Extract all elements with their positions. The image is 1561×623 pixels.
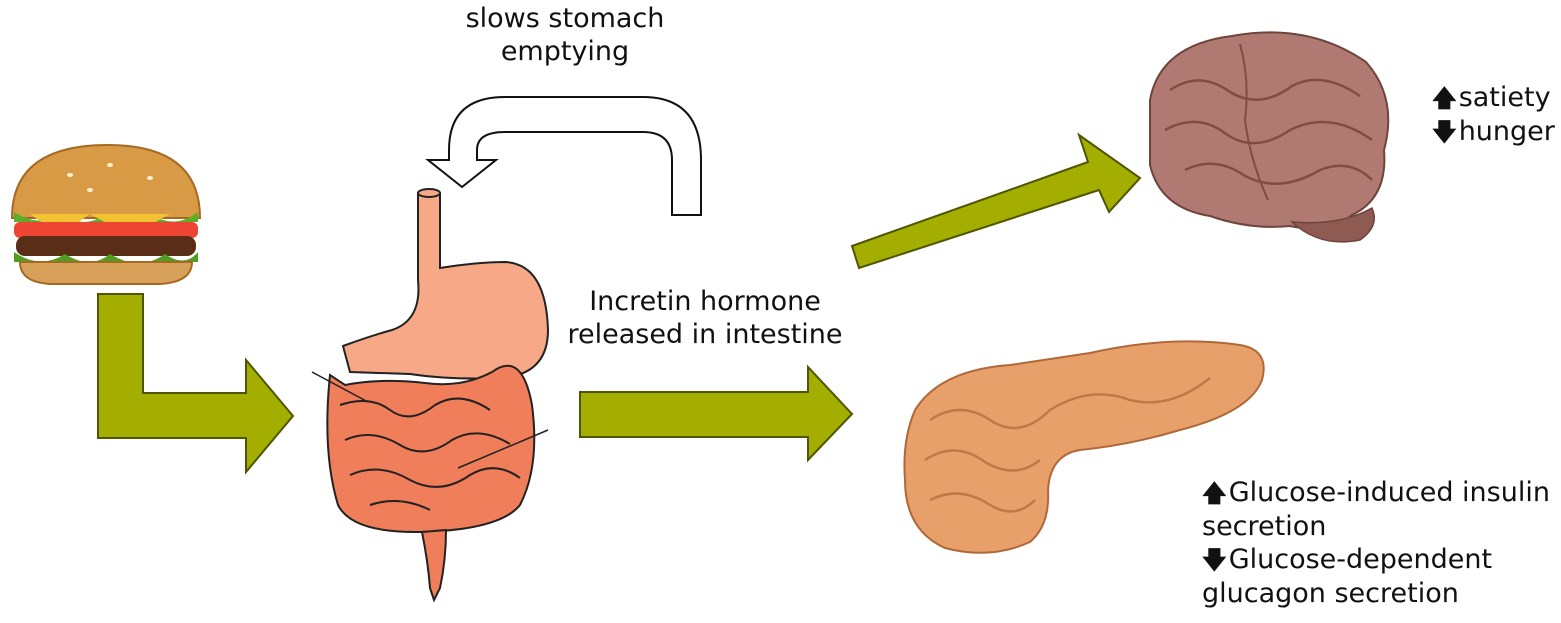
pancreas-effects-list: 🡅Glucose-induced insulin secretion 🡇Gluc… bbox=[1202, 476, 1557, 610]
brain-effect-satiety: 🡅satiety bbox=[1432, 81, 1560, 115]
pancreas-effect-insulin-cont: secretion bbox=[1202, 510, 1557, 543]
burger-image bbox=[12, 145, 200, 284]
flow-arrow-to-pancreas bbox=[580, 367, 852, 460]
stomach-image bbox=[343, 189, 548, 379]
brain-effects-list: 🡅satiety 🡇hunger bbox=[1432, 81, 1560, 149]
intestine-image bbox=[312, 366, 548, 600]
flow-arrow-burger-to-gut bbox=[98, 294, 293, 472]
down-arrow-icon: 🡇 bbox=[1202, 546, 1227, 574]
feedback-hollow-arrow bbox=[428, 97, 701, 215]
up-arrow-icon: 🡅 bbox=[1202, 479, 1227, 507]
pancreas-effect-insulin: 🡅Glucose-induced insulin bbox=[1202, 476, 1557, 510]
incretin-hormone-label: Incretin hormone released in intestine bbox=[560, 285, 850, 351]
brain-effect-hunger: 🡇hunger bbox=[1432, 115, 1560, 149]
pancreas-effect-glucagon: 🡇Glucose-dependent bbox=[1202, 543, 1557, 577]
up-arrow-icon: 🡅 bbox=[1432, 84, 1457, 112]
pancreas-effect-glucagon-cont: glucagon secretion bbox=[1202, 577, 1557, 610]
stomach-feedback-label: slows stomach emptying bbox=[455, 2, 675, 68]
flow-arrow-to-brain bbox=[852, 135, 1140, 268]
brain-image bbox=[1150, 32, 1388, 242]
down-arrow-icon: 🡇 bbox=[1432, 118, 1457, 146]
